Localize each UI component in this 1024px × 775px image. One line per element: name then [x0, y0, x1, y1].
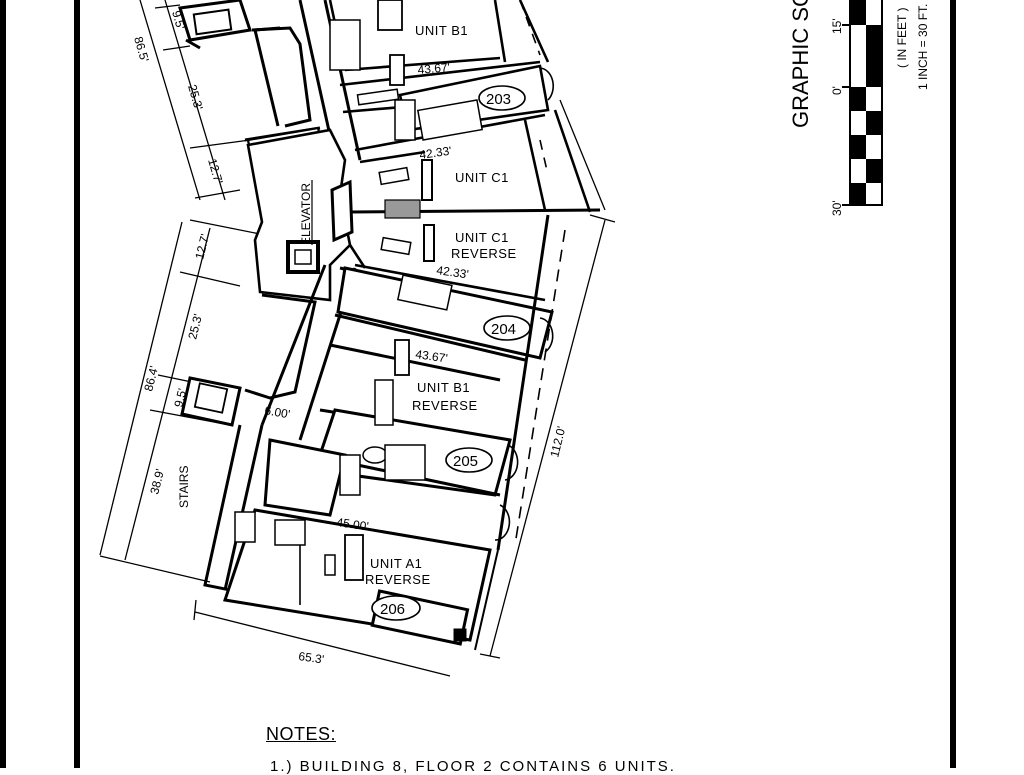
- scan-edge-strip: [0, 0, 6, 768]
- dim-upper-overall: 86.5': [131, 35, 152, 64]
- unit-c1-label: UNIT C1: [455, 170, 509, 185]
- dim-c1-depth: 42.33': [418, 144, 452, 162]
- unit-b1-reverse-label2: REVERSE: [412, 398, 478, 413]
- notes-title: NOTES:: [266, 724, 337, 744]
- unit-203-number: 203: [486, 91, 511, 108]
- unit-b1-reverse-label: UNIT B1: [417, 380, 470, 395]
- dim-c1-rev-depth: 42.33': [436, 263, 470, 281]
- lower-wing: [180, 214, 566, 651]
- graphic-scale: GRAPHIC SCALE 15' 0' 30' ( IN FEET ) 1 I…: [788, 0, 930, 216]
- notes-item-1: 1.) BUILDING 8, FLOOR 2 CONTAINS 6 UNITS…: [270, 758, 676, 775]
- dim-right-overall: 112.0': [547, 425, 568, 459]
- dim-upper-stair: 9.5': [169, 9, 188, 31]
- unit-c1-reverse-label: UNIT C1: [455, 230, 509, 245]
- dim-b1-depth: 43.67': [417, 60, 450, 77]
- dim-upper-elev: 12.7': [205, 157, 226, 186]
- dim-lower-bottom: 38.9': [147, 467, 167, 495]
- stairs-label: STAIRS: [177, 466, 191, 508]
- elevator-core: [246, 128, 354, 302]
- dim-bottom-overall: 65.3': [298, 649, 325, 666]
- dim-upper-mid: 25.3': [185, 83, 206, 112]
- scale-tick-30: 30': [830, 200, 844, 216]
- dimension-labels: 86.5' 9.5' 25.3' 12.7' 43.67' 42.33' 42.…: [131, 9, 568, 667]
- sheet-border-left: [74, 0, 80, 768]
- dim-corridor: 6.00': [263, 403, 291, 421]
- unit-205-number: 205: [453, 453, 478, 470]
- unit-labels: UNIT B1 203 UNIT C1 UNIT C1 REVERSE 204 …: [177, 23, 531, 621]
- dimension-lines-left: [99, 0, 616, 677]
- sheet-border-right: [950, 0, 956, 768]
- dim-a1-rev-depth: 45.00': [336, 515, 370, 533]
- elevator-label: ELEVATOR: [299, 183, 313, 245]
- unit-204-number: 204: [491, 321, 516, 338]
- unit-b1-label: UNIT B1: [415, 23, 468, 38]
- dim-lower-elev: 12.7': [192, 232, 212, 260]
- scale-units-note: ( IN FEET ): [895, 8, 909, 68]
- unit-206-number: 206: [380, 601, 405, 618]
- dim-b1-rev-depth: 43.67': [415, 347, 449, 365]
- unit-a1-reverse-label: UNIT A1: [370, 556, 422, 571]
- scale-tick-15: 15': [830, 18, 844, 34]
- dim-lower-stair: 9.5': [171, 387, 189, 409]
- scale-tick-0: 0': [830, 86, 844, 95]
- scale-title: GRAPHIC SCALE: [788, 0, 813, 128]
- upper-units: [328, 0, 606, 302]
- dim-lower-overall: 86.4': [141, 364, 161, 392]
- unit-a1-reverse-label2: REVERSE: [365, 572, 431, 587]
- unit-c1-reverse-label2: REVERSE: [451, 246, 517, 261]
- dim-lower-mid: 25.3': [185, 312, 205, 340]
- scale-ratio-note: 1 INCH = 30 FT.: [916, 4, 930, 90]
